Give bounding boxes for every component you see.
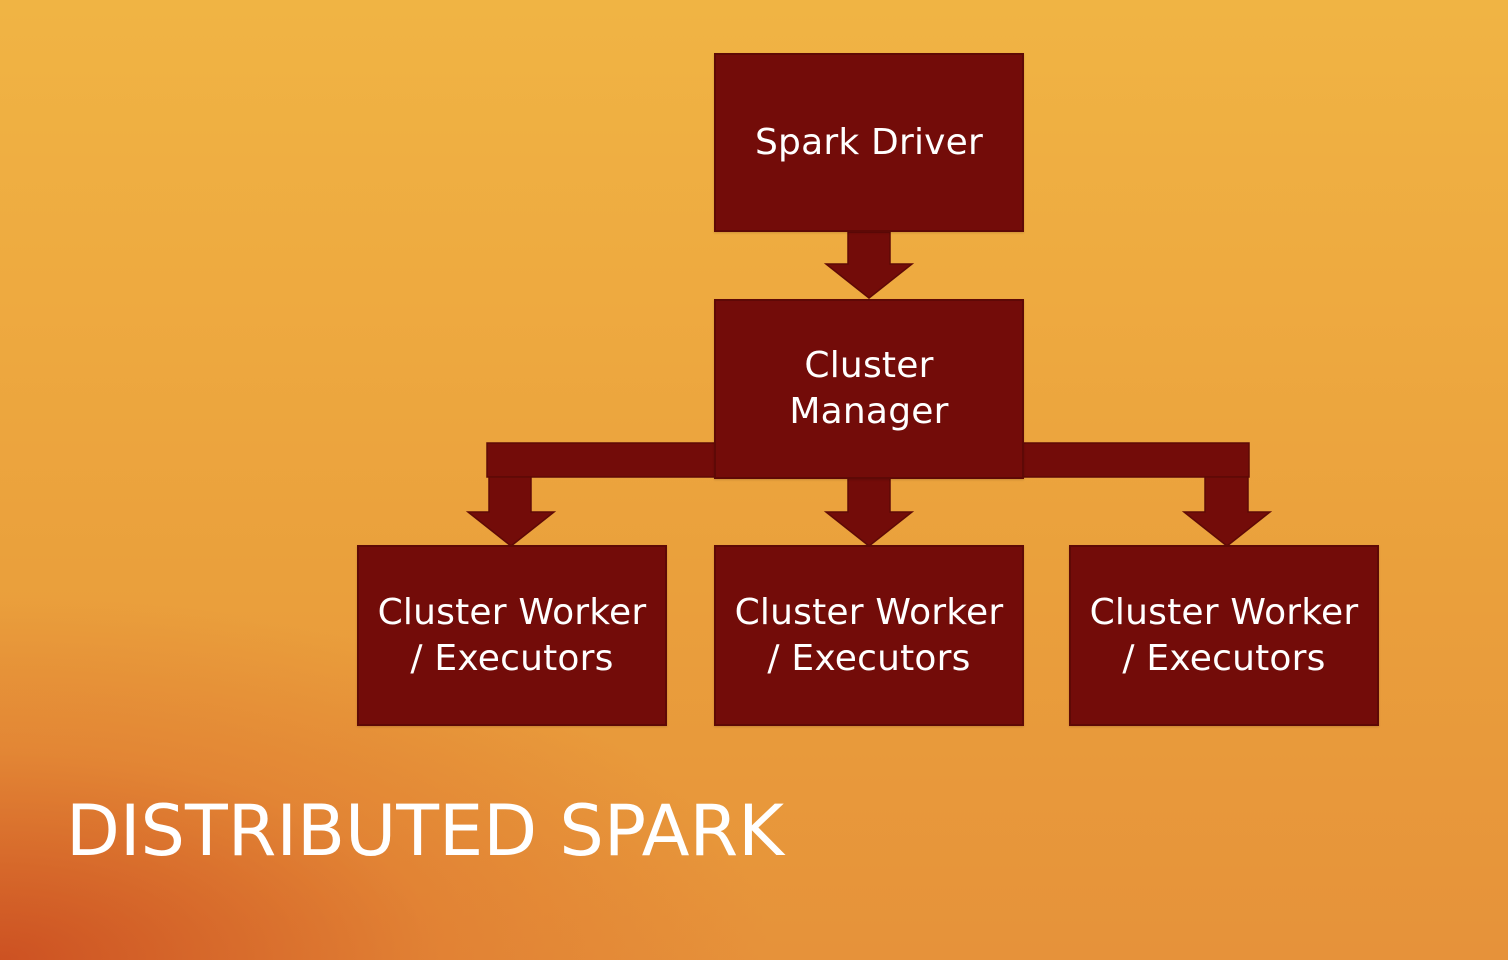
spark-driver-box: Spark Driver [714,53,1024,232]
cluster-worker-label-2: Cluster Worker / Executors [734,591,1004,679]
arrow-manager-to-worker-1 [465,476,557,547]
cluster-worker-label-1: Cluster Worker / Executors [377,591,647,679]
cluster-worker-box-2: Cluster Worker / Executors [714,545,1024,726]
slide-title: DISTRIBUTED SPARK [66,790,785,872]
arrow-driver-to-manager [823,231,915,299]
cluster-manager-box: Cluster Manager [714,299,1024,479]
arrow-manager-to-worker-2 [823,476,915,547]
cluster-worker-label-3: Cluster Worker / Executors [1089,591,1359,679]
cluster-manager-label: Cluster Manager [789,345,949,432]
arrow-manager-to-worker-3 [1181,476,1273,547]
cluster-worker-box-1: Cluster Worker / Executors [357,545,667,726]
spark-driver-label: Spark Driver [754,121,984,163]
cluster-worker-box-3: Cluster Worker / Executors [1069,545,1379,726]
